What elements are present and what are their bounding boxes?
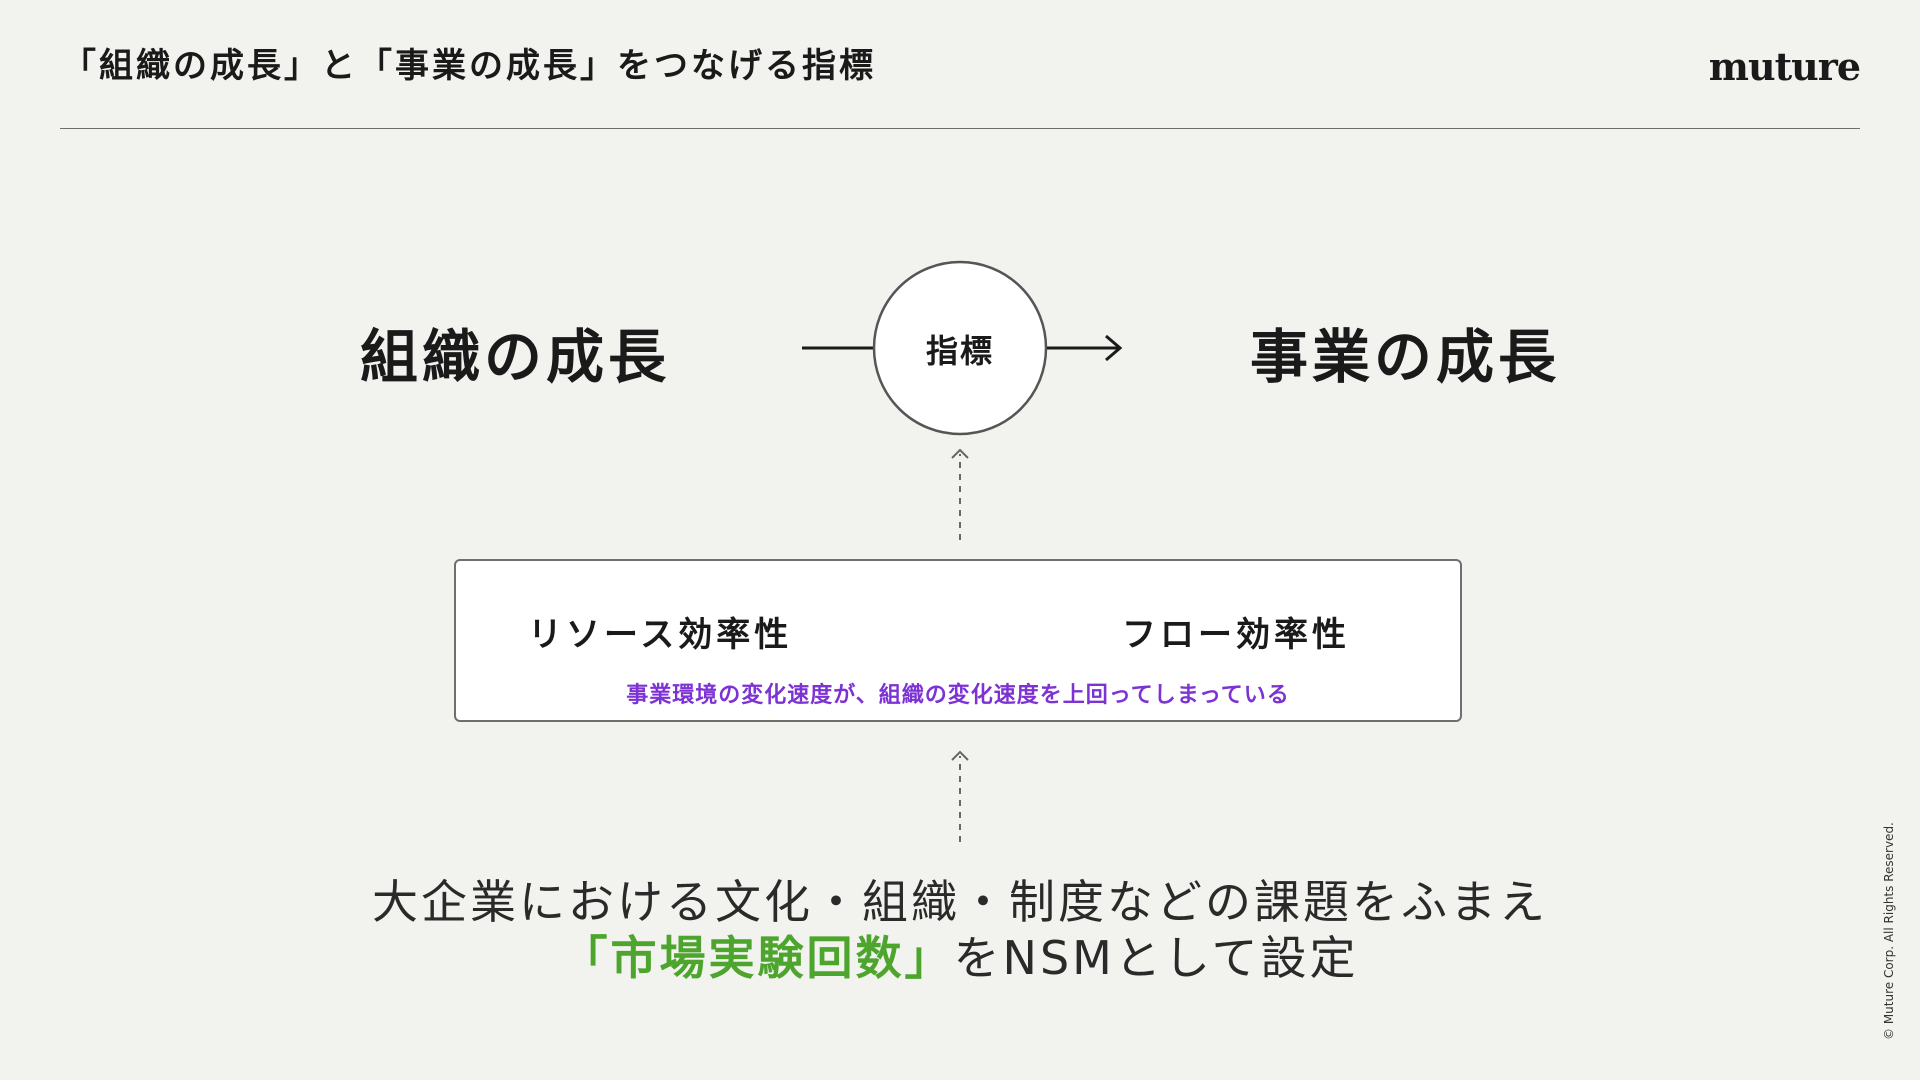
nsm-highlight: 「市場実験回数」	[561, 931, 954, 985]
header-divider	[60, 128, 1860, 129]
nsm-statement-rest: をNSMとして設定	[953, 931, 1359, 985]
upper-dashed-arrow-head	[951, 448, 969, 459]
business-growth-label: 事業の成長	[1250, 323, 1561, 391]
flow-efficiency-label: フロー効率性	[1122, 615, 1350, 655]
page-title: 「組織の成長」と「事業の成長」をつなげる指標	[62, 46, 876, 86]
efficiency-box: リソース効率性 フロー効率性 事業環境の変化速度が、組織の変化速度を上回ってしま…	[454, 559, 1462, 722]
org-growth-label: 組織の成長	[360, 323, 671, 391]
metric-label: 指標	[925, 332, 994, 370]
resource-efficiency-label: リソース効率性	[528, 615, 793, 655]
muture-logo: muture	[1708, 44, 1861, 89]
bottom-statement-line1: 大企業における文化・組織・制度などの課題をふまえ	[372, 875, 1548, 929]
right-arrow-head	[1105, 334, 1123, 362]
bottom-statement-line2: 「市場実験回数」をNSMとして設定	[0, 922, 1920, 988]
efficiency-note: 事業環境の変化速度が、組織の変化速度を上回ってしまっている	[626, 683, 1290, 708]
copyright-notice: © Muture Corp. All Rights Reserved.	[1882, 822, 1896, 1040]
lower-dashed-arrow-head	[951, 750, 969, 761]
